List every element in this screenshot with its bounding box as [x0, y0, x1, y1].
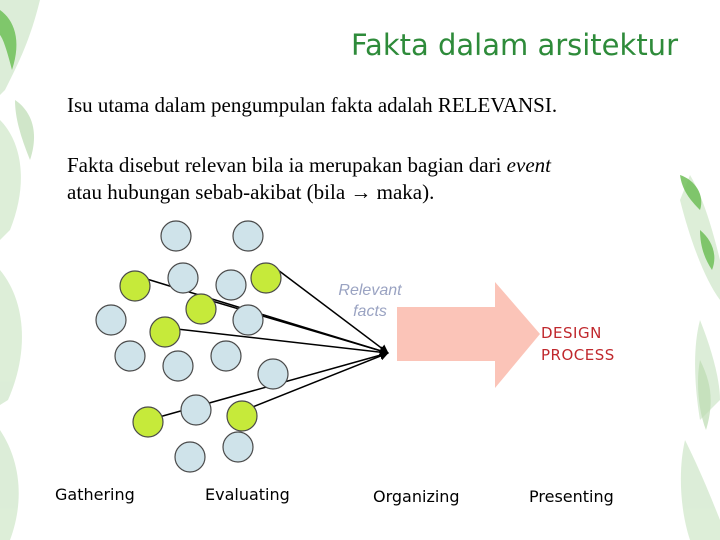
relevant-label-line2: facts: [353, 303, 387, 320]
fact-circle: [167, 262, 199, 294]
fact-circle: [210, 340, 242, 372]
fact-circle: [95, 304, 127, 336]
relevant-fact-circle: [226, 400, 258, 432]
fact-circle: [114, 340, 146, 372]
relevant-fact-circle: [149, 316, 181, 348]
definition-text-1: Fakta disebut relevan bila ia merupakan …: [67, 153, 507, 177]
step-organizing: Organizing: [373, 487, 460, 506]
slide-title: Fakta dalam arsitektur: [351, 28, 678, 62]
design-label-line2: PROCESS: [541, 346, 615, 364]
fact-circle: [222, 431, 254, 463]
step-gathering: Gathering: [55, 485, 135, 504]
relevant-fact-circle: [132, 406, 164, 438]
connector-line: [244, 351, 389, 411]
definition-paragraph: Fakta disebut relevan bila ia merupakan …: [67, 152, 687, 206]
connector-line: [269, 263, 389, 354]
relevant-facts-label: Relevant facts: [320, 280, 420, 322]
connector-line: [194, 295, 389, 356]
definition-event-word: event: [506, 153, 551, 177]
fact-circle: [160, 220, 192, 252]
relevant-fact-circle: [185, 293, 217, 325]
definition-text-2: atau hubungan sebab-akibat (bila: [67, 180, 351, 204]
relevant-label-line1: Relevant: [338, 282, 402, 299]
relevant-fact-circle: [250, 262, 282, 294]
fact-circle: [174, 441, 206, 473]
fact-circle: [232, 304, 264, 336]
design-label-line1: DESIGN: [541, 324, 602, 342]
fact-circle: [232, 220, 264, 252]
fact-circle: [162, 350, 194, 382]
definition-text-3: maka).: [371, 180, 435, 204]
relevant-fact-circle: [119, 270, 151, 302]
design-process-arrow: [397, 282, 540, 388]
fact-circle: [215, 269, 247, 301]
relevance-paragraph: Isu utama dalam pengumpulan fakta adalah…: [67, 93, 558, 117]
step-presenting: Presenting: [529, 487, 614, 506]
fact-circle: [180, 394, 212, 426]
arrow-right-icon: →: [350, 180, 372, 204]
fact-circle: [257, 358, 289, 390]
connector-line: [167, 327, 389, 357]
step-evaluating: Evaluating: [205, 485, 290, 504]
design-process-label: DESIGN PROCESS: [541, 322, 615, 366]
